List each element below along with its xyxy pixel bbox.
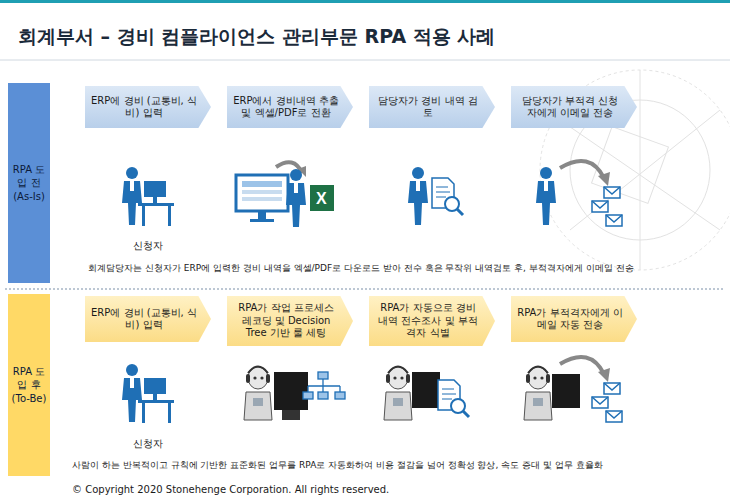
step-text: 담당자가 부적격 신청자에게 이메일 전송	[511, 92, 637, 123]
step-text: ERP에 경비 (교통비, 식비) 입력	[85, 92, 211, 123]
phase-label: RPA 도입 후 (To-Be)	[8, 363, 50, 408]
svg-text:X: X	[316, 190, 327, 207]
process-step: RPA가 작업 프로세스 레코딩 및 Decision Tree 기반 룰 세팅	[227, 296, 353, 346]
copyright-note: © Copyright 2020 Stonehenge Corporation.…	[72, 484, 389, 495]
step-text: RPA가 부적격자에게 이메일 자동 전송	[511, 304, 637, 335]
process-step: RPA가 자동으로 경비 내역 전수조사 및 부적격자 식별	[369, 296, 495, 346]
caption-note: 회계담당자는 신청자가 ERP에 입력한 경비 내역을 엑셀/PDF로 다운로드…	[88, 262, 634, 275]
phase-label: RPA 도입 전 (As-Is)	[8, 161, 50, 206]
process-step: ERP에서 경비내역 추출 및 엑셀/PDF로 전환	[227, 86, 353, 128]
actor-label: 신청자	[118, 437, 178, 451]
process-step: 담당자가 부적격 신청자에게 이메일 전송	[511, 86, 637, 128]
process-step: 담당자가 경비 내역 검토	[369, 86, 495, 128]
page-title: 회계부서 – 경비 컴플라이언스 관리부문 RPA 적용 사례	[18, 24, 495, 50]
phase-band: RPA 도입 전 (As-Is)	[8, 83, 50, 283]
step-text: 담당자가 경비 내역 검토	[369, 92, 495, 123]
caption-note: 사람이 하는 반복적이고 규칙에 기반한 표준화된 업무를 RPA로 자동화하여…	[72, 459, 603, 472]
step-text: RPA가 작업 프로세스 레코딩 및 Decision Tree 기반 룰 세팅	[227, 299, 353, 343]
step-text: ERP에서 경비내역 추출 및 엑셀/PDF로 전환	[227, 92, 353, 123]
process-step: ERP에 경비 (교통비, 식비) 입력	[85, 296, 211, 342]
step-text: RPA가 자동으로 경비 내역 전수조사 및 부적격자 식별	[369, 299, 495, 343]
process-step: ERP에 경비 (교통비, 식비) 입력	[85, 86, 211, 128]
phase-band: RPA 도입 후 (To-Be)	[8, 294, 50, 476]
process-step: RPA가 부적격자에게 이메일 자동 전송	[511, 296, 637, 342]
actor-label: 신청자	[118, 239, 178, 253]
step-text: ERP에 경비 (교통비, 식비) 입력	[85, 304, 211, 335]
